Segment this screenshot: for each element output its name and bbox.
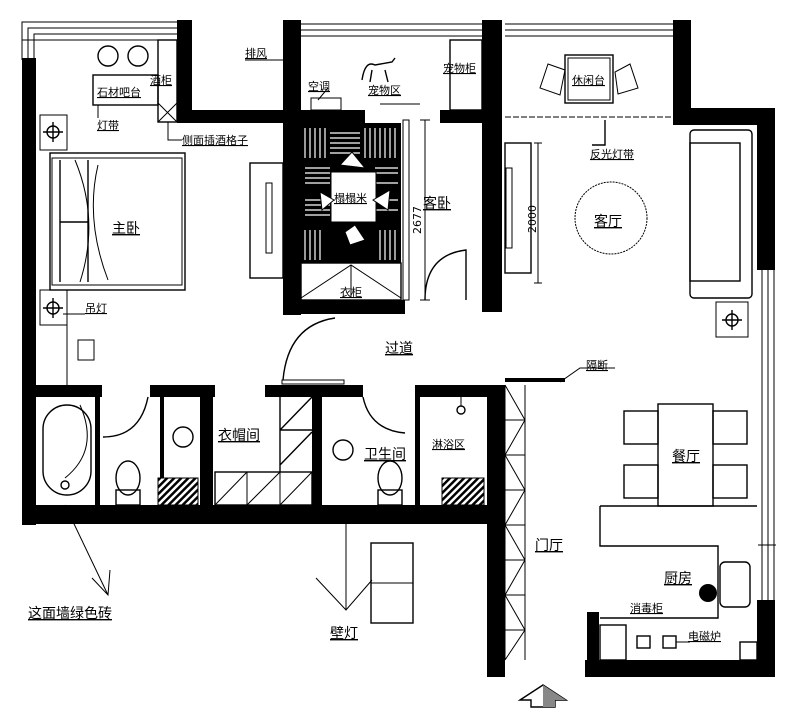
walls [22,20,775,677]
dimension-tv-wall: 2000 [526,205,539,233]
label-green-tile-wall: 这面墙绿色砖 [28,605,112,622]
sink-icon [332,439,354,461]
sink-icon [172,426,194,448]
stool-icon [97,45,119,67]
label-guest-bedroom: 客卧 [423,195,451,212]
entrance-screen [504,384,526,661]
label-pendant-light: 吊灯 [85,302,107,315]
windows [21,21,776,600]
label-reflective-light-strip: 反光灯带 [590,147,634,161]
label-shower-area: 淋浴区 [432,438,465,451]
label-exhaust: 排风 [245,46,267,60]
ceiling-light-icon [715,301,749,338]
dog-icon [361,57,396,83]
label-dining-room: 餐厅 [672,449,700,465]
bed [49,152,186,291]
label-foyer: 门厅 [535,538,563,554]
label-disinfection-cabinet: 消毒柜 [630,601,663,615]
bathtub [42,404,92,496]
furniture [39,39,758,708]
label-corridor: 过道 [385,341,413,357]
label-stone-bar: 石材吧台 [97,85,141,99]
label-wine-cabinet: 酒柜 [150,74,172,87]
leisure-table [564,54,614,104]
sofa [689,129,753,299]
wardrobe [300,262,402,301]
label-living-room: 客厅 [594,213,622,230]
stool-icon [127,45,149,67]
labels: 石材吧台 酒柜 灯带 侧面插酒格子 排风 空调 宠物区 宠物柜 榻榻米 客卧 2… [28,46,721,643]
shower-icon [456,405,466,415]
label-wall-lamp: 壁灯 [330,626,358,642]
kitchen-sink [719,561,751,608]
label-pet-area: 宠物区 [368,83,401,97]
label-cloakroom: 衣帽间 [218,428,260,444]
pet-cabinet [449,39,483,111]
label-leisure-table: 休闲台 [572,73,605,87]
label-induction-cooker: 电磁炉 [688,630,721,643]
label-air-conditioner: 空调 [308,79,330,93]
label-master-bedroom: 主卧 [112,221,140,237]
label-partition: 隔断 [586,358,608,372]
toilet-icon [377,460,403,496]
dimension-guest-bedroom: 2677 [411,206,424,234]
label-tatami: 榻榻米 [334,191,367,205]
label-pet-cabinet: 宠物柜 [443,61,476,75]
pendant-light-icon [39,289,85,326]
person-icon [699,584,717,602]
ceiling-light-icon [39,114,68,151]
tatami [301,123,401,263]
label-bathroom: 卫生间 [364,447,406,463]
label-kitchen: 厨房 [664,571,692,587]
toilet-icon [115,460,141,496]
label-light-strip: 灯带 [97,119,119,132]
label-side-wine-rack: 侧面插酒格子 [182,133,248,147]
label-wardrobe: 衣柜 [340,285,362,299]
